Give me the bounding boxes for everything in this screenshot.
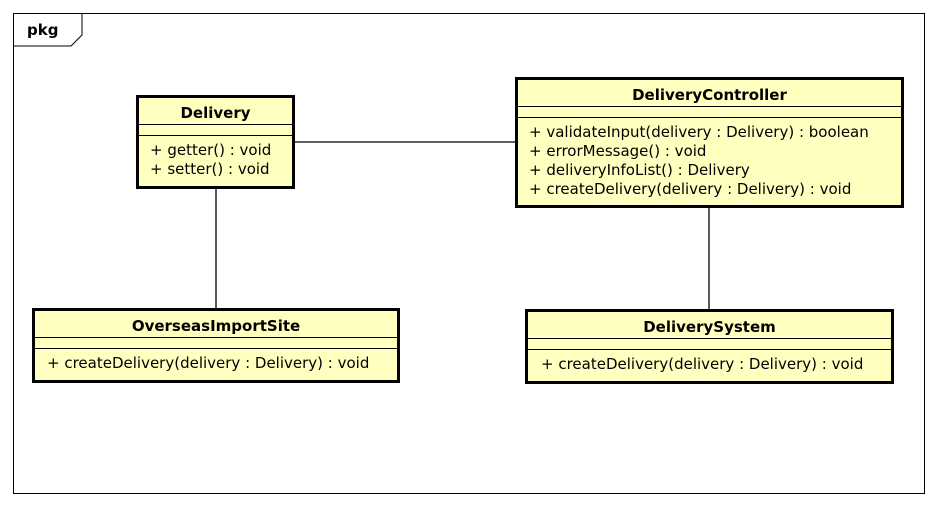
attributes-compartment (139, 125, 292, 136)
operation-error-message: + errorMessage() : void (529, 142, 707, 160)
operation-getter: + getter() : void (150, 141, 272, 159)
operations-compartment: + validateInput(delivery : Delivery) : b… (518, 118, 901, 199)
package-frame-tab: pkg (13, 13, 83, 47)
class-name-delivery: Delivery (139, 98, 292, 125)
class-name-delivery-controller: DeliveryController (518, 80, 901, 107)
attributes-compartment (518, 107, 901, 118)
operation-create-delivery: + createDelivery(delivery : Delivery) : … (47, 354, 370, 372)
class-name-delivery-system: DeliverySystem (528, 312, 891, 339)
operation-setter: + setter() : void (150, 160, 270, 178)
operations-compartment: + createDelivery(delivery : Delivery) : … (528, 350, 891, 374)
attributes-compartment (35, 338, 397, 349)
operations-compartment: + createDelivery(delivery : Delivery) : … (35, 349, 397, 373)
class-overseas-import-site[interactable]: OverseasImportSite + createDelivery(deli… (32, 308, 400, 383)
package-label: pkg (27, 21, 59, 39)
frame-tab-outline (13, 13, 83, 47)
attributes-compartment (528, 339, 891, 350)
operation-create-delivery: + createDelivery(delivery : Delivery) : … (529, 180, 852, 198)
operation-delivery-info-list: + deliveryInfoList() : Delivery (529, 161, 750, 179)
operation-create-delivery: + createDelivery(delivery : Delivery) : … (541, 355, 864, 373)
class-delivery[interactable]: Delivery + getter() : void + setter() : … (136, 95, 295, 189)
operation-validate-input: + validateInput(delivery : Delivery) : b… (529, 123, 869, 141)
operations-compartment: + getter() : void + setter() : void (139, 136, 292, 179)
class-delivery-controller[interactable]: DeliveryController + validateInput(deliv… (515, 77, 904, 208)
class-name-overseas-import-site: OverseasImportSite (35, 311, 397, 338)
package-frame (13, 13, 925, 494)
class-delivery-system[interactable]: DeliverySystem + createDelivery(delivery… (525, 309, 894, 384)
